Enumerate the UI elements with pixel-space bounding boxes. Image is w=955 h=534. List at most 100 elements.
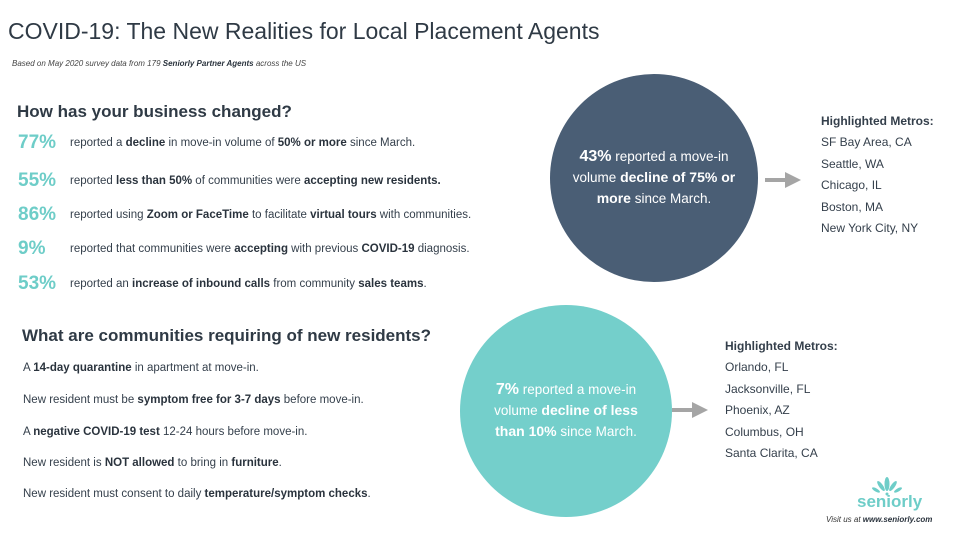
stat-text: reported an increase of inbound calls fr… [70, 278, 427, 290]
text: reported a move-in volume [494, 382, 637, 418]
stat-circle-teal: 7% reported a move-in volume decline of … [460, 305, 672, 517]
stat-text: reported using Zoom or FaceTime to facil… [70, 209, 471, 221]
bold-text: decline of 75% or more [596, 169, 736, 206]
text: diagnosis. [414, 243, 470, 255]
bold-text: 50% or more [277, 137, 347, 149]
bold-text: increase of inbound calls [132, 278, 271, 290]
stat-percent: 77% [18, 132, 57, 153]
text: to bring in [174, 457, 232, 469]
page-title: COVID-19: The New Realities for Local Pl… [8, 18, 600, 44]
metros-heading: Highlighted Metros: [821, 114, 934, 128]
requirement-item: A negative COVID-19 test 12-24 hours bef… [23, 426, 307, 438]
bold-text: decline of less than 10% [495, 402, 638, 439]
bold-text: virtual tours [310, 209, 377, 221]
website-link[interactable]: www.seniorly.com [862, 515, 933, 524]
text: reported using [70, 209, 147, 221]
seniorly-logo: seniorly [857, 492, 923, 511]
stat-row: 86% reported using Zoom or FaceTime to fa… [18, 204, 471, 226]
stat-percent: 86% [18, 204, 57, 225]
text: A [23, 426, 34, 438]
stat-text: reported that communities were accepting… [70, 243, 470, 255]
text: in move-in volume of [165, 137, 278, 149]
text: reported that communities were [70, 243, 235, 255]
metro-item: Seattle, WA [821, 156, 884, 171]
text: with communities. [376, 209, 472, 221]
bold-text: 7% [495, 381, 520, 398]
metros-list-2: Highlighted Metros: Orlando, FL Jacksonvil… [725, 339, 838, 468]
text: reported an [70, 278, 133, 290]
metro-item: Phoenix, AZ [725, 403, 790, 417]
subtitle-text: Based on May 2020 survey data from 179 [12, 59, 163, 68]
text: since March. [346, 137, 416, 149]
text: New resident is [23, 457, 105, 469]
bold-text: decline [125, 137, 166, 149]
stat-row: 55% reported less than 50% of communities… [18, 170, 441, 192]
subtitle-bold: Seniorly Partner Agents [162, 59, 254, 68]
text: . [423, 278, 427, 290]
bold-text: COVID-19 [361, 243, 415, 255]
text: New resident must be [23, 394, 138, 406]
subtitle-text-end: across the US [253, 59, 307, 68]
metros-heading: Highlighted Metros: [725, 339, 838, 353]
metro-item: New York City, NY [821, 221, 919, 235]
bold-text: negative COVID-19 test [33, 426, 160, 438]
text: since March. [556, 424, 637, 439]
metro-item: Jacksonville, FL [725, 381, 811, 396]
requirement-item: New resident must be symptom free for 3-… [23, 394, 364, 406]
bold-text: Zoom or FaceTime [146, 209, 249, 221]
text: from community [270, 278, 359, 290]
requirement-item: New resident must consent to daily tempe… [23, 488, 371, 500]
text: to facilitate [248, 209, 311, 221]
arrow-right-icon [765, 172, 801, 188]
text: . [278, 457, 282, 469]
text: A [23, 362, 34, 374]
subtitle: Based on May 2020 survey data from 179 S… [12, 59, 306, 68]
bold-text: sales teams [358, 278, 424, 290]
stat-percent: 53% [18, 273, 57, 294]
bold-text: accepting [234, 243, 288, 255]
requirement-item: A 14-day quarantine in apartment at move… [23, 362, 259, 374]
bold-text: temperature/symptom checks [204, 488, 368, 500]
section2-heading: What are communities requiring of new re… [22, 326, 432, 345]
text: since March. [630, 191, 712, 206]
text: reported a move-in volume [572, 149, 729, 185]
bold-text: furniture [231, 457, 279, 469]
bold-text: NOT allowed [104, 457, 175, 469]
bold-text: 14-day quarantine [33, 362, 132, 374]
bold-text: symptom free for 3-7 days [137, 394, 281, 406]
text: 12-24 hours before move-in. [159, 426, 308, 438]
text: reported a [70, 137, 126, 149]
stat-percent: 55% [18, 170, 57, 191]
text: before move-in. [280, 394, 364, 406]
requirement-item: New resident is NOT allowed to bring in … [23, 457, 282, 469]
stat-text: reported less than 50% of communities we… [70, 175, 441, 187]
stat-circle-dark: 43% reported a move-in volume decline of… [550, 74, 758, 282]
stat-row: 53% reported an increase of inbound calls… [18, 273, 427, 295]
text: New resident must consent to daily [23, 488, 205, 500]
lotus-icon [872, 477, 902, 496]
metro-item: SF Bay Area, CA [821, 135, 912, 149]
stat-text: reported a decline in move-in volume of … [70, 137, 415, 149]
bold-text: less than 50% [116, 175, 193, 187]
circle-text: 7% reported a move-in volume decline of … [478, 380, 654, 442]
section1-heading: How has your business changed? [17, 102, 292, 121]
stat-percent: 9% [18, 238, 46, 259]
metro-item: Chicago, IL [821, 178, 882, 192]
arrow-right-icon [672, 402, 708, 418]
visit-text: Visit us at www.seniorly.com [826, 515, 932, 524]
stat-row: 9% reported that communities were accepti… [18, 238, 470, 260]
circle-text: 43% reported a move-in volume decline of… [568, 147, 740, 209]
stat-row: 77% reported a decline in move-in volume … [18, 132, 415, 154]
metro-item: Boston, MA [821, 199, 884, 214]
metros-list-1: Highlighted Metros: SF Bay Area, CA Seattl… [821, 114, 934, 243]
metro-item: Santa Clarita, CA [725, 446, 818, 460]
text: with previous [287, 243, 362, 255]
text: in apartment at move-in. [131, 362, 259, 374]
text: of communities were [192, 175, 304, 187]
bold-text: 43% [579, 148, 612, 165]
metro-item: Orlando, FL [725, 360, 789, 374]
visit-label: Visit us at [826, 515, 863, 524]
metro-item: Columbus, OH [725, 424, 804, 439]
text: reported [70, 175, 117, 187]
bold-text: accepting new residents. [303, 175, 441, 187]
